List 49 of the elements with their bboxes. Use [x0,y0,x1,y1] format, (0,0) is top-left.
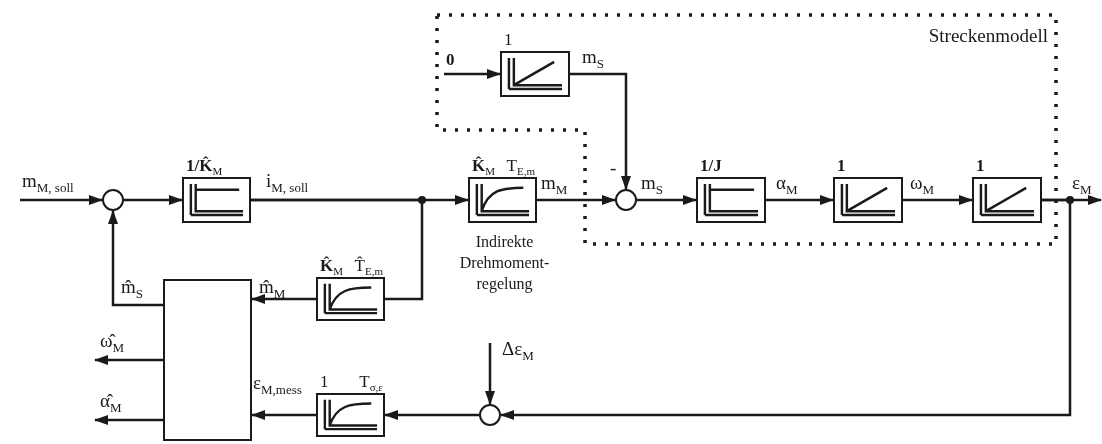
signal-label: α̂$_{M}$ [100,390,122,417]
signal-label: m̂$_{M}$ [259,276,286,303]
signal-arrow [251,294,316,304]
summing-junction [102,189,124,211]
signal-arrow [570,72,631,190]
signal-arrow [444,69,501,79]
signal-arrow [251,410,316,420]
summing-junction [479,404,501,426]
signal-arrow [903,195,973,205]
block-caption: Indirekte Drehmoment-regelung [458,232,551,294]
signal-label: Δε$_{M}$ [502,338,534,365]
block-parameter: 1/J [700,155,722,177]
signal-label: m$_{S}$ [582,46,604,73]
block-parameter: K̂$_{M}$ [472,155,495,180]
signal-arrow [637,195,697,205]
signal-label: ε$_{M,mess}$ [253,372,302,399]
signal-label: i$_{M, soll}$ [266,170,309,197]
signal-label: ω$_{M}$ [910,172,935,199]
block-parameter: 1 [976,155,985,177]
signal-arrow [384,410,479,420]
signal-label: m$_{M, soll}$ [22,170,74,197]
block-parameter: 1 [320,371,329,393]
input-value: 0 [446,50,455,70]
signal-arrow [124,195,183,205]
block-parameter: T̂$_{E,m}$ [354,255,383,280]
block-parameter: 1/K̂$_{M}$ [186,155,223,180]
sign-label: - [610,158,617,178]
signal-arrow [537,195,616,205]
signal-label: ω̂$_{M}$ [100,330,125,357]
block-parameter: T$_{E,m}$ [506,155,535,180]
signal-label: m$_{S}$ [641,172,663,199]
signal-label: α$_{M}$ [776,172,798,199]
region-title: Streckenmodell [928,25,1048,47]
block-parameter: K̂$_{M}$ [320,255,343,280]
signal-arrow [20,195,103,205]
signal-label: ε$_{M}$ [1072,172,1092,199]
signal-arrow [766,195,834,205]
observer-block [163,279,252,441]
block-parameter: 1 [504,29,513,51]
signal-label: m̂$_{S}$ [121,276,143,303]
summing-junction [615,189,637,211]
signal-arrow [94,415,163,425]
signal-arrow [500,198,1072,420]
signal-arrow [108,210,163,307]
signal-arrow [485,343,495,405]
block-parameter: 1 [837,155,846,177]
signal-label: m$_{M}$ [541,172,568,199]
block-parameter: T$_{σ,ε}$ [359,371,383,396]
signal-arrow [94,355,163,365]
